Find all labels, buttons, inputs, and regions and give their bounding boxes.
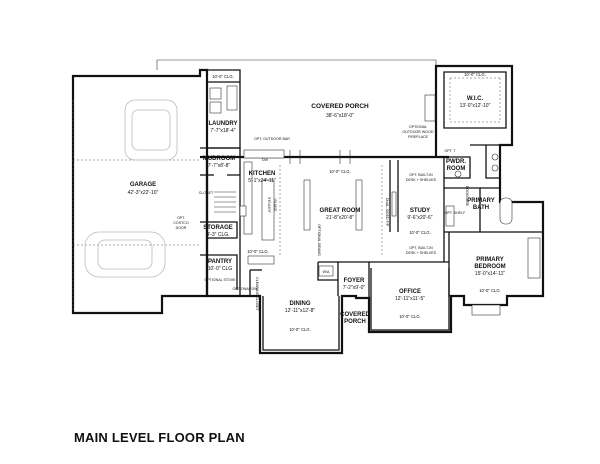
kitchen-name: KITCHEN <box>249 171 276 177</box>
outdoor-bar-note: OPT. OUTDOOR BAR <box>254 137 290 141</box>
fixtures <box>72 77 543 316</box>
wa-note: W/A <box>323 270 330 274</box>
study-ceiling: 10'-0" CLG. <box>409 230 431 235</box>
garage-name: GARAGE <box>130 182 156 188</box>
opt-shelf-note: OPT. SHELF <box>445 211 466 215</box>
office-ceiling: 10'-0" CLG. <box>399 314 421 319</box>
island-note-1: 5'6"x16'9" <box>267 197 271 213</box>
fireplace-note-1: OPTIONAL <box>409 125 427 129</box>
great-room-name: GREAT ROOM <box>320 208 361 214</box>
storage-dims: 4'-3" CLG. <box>206 232 229 238</box>
primary-bedroom-name2: BEDROOM <box>474 264 505 270</box>
interior-walls <box>200 69 522 298</box>
dining-ceiling: 10'-0" CLG. <box>289 327 311 332</box>
bookshelf-bot-2: DESK + SHELVES <box>406 251 437 255</box>
bookshelf-top-2: DESK + SHELVES <box>406 178 437 182</box>
fireplace-note-2: OUTDOOR WOOD <box>403 130 434 134</box>
beams-note: OPTIONAL BEAMS <box>317 224 321 256</box>
opt-t-note: OPT. T <box>444 149 456 153</box>
dining-dims: 12'-11"x12'-8" <box>285 308 316 314</box>
study-dims: 9'-6"x20'-6" <box>407 215 432 221</box>
costco-note-3: DOOR <box>176 226 187 230</box>
great-room-dims: 21'-8"x20'-8" <box>326 215 354 221</box>
primary-bath-name2: BATH <box>473 205 489 211</box>
office-name: OFFICE <box>399 289 421 295</box>
plan-title: MAIN LEVEL FLOOR PLAN <box>74 430 245 445</box>
primary-bedroom-name: PRIMARY <box>476 257 503 263</box>
cleaning-closet-note: CLEANING CLOSET <box>255 277 259 312</box>
mudroom-dims: 7'-7"x8'-8" <box>208 163 231 169</box>
primary-bath-name: PRIMARY <box>467 198 494 204</box>
bookcase-note: BOOKCASE <box>465 186 469 207</box>
bookshelf-top-1: OPT. BUILT-IN <box>409 173 433 177</box>
primary-bedroom-ceiling: 10'-0" CLG. <box>479 288 501 293</box>
foyer-name: FOYER <box>344 278 365 284</box>
dining-name: DINING <box>290 301 311 307</box>
garage-dims: 42'-3"x22'-10" <box>128 190 159 196</box>
optional-dw-note: OPTIONAL DW <box>232 287 258 291</box>
pwdr-name2: ROOM <box>447 166 466 172</box>
kitchen-dims: 5'-1"x24'-11" <box>248 178 276 184</box>
room-labels: COVERED PORCH 38'-6"x18'-0" GARAGE 42'-3… <box>128 72 506 332</box>
dual-fp-note: DUAL-SIDED F/P <box>385 198 389 227</box>
costco-note-2: COSTCO <box>173 221 189 225</box>
primary-bedroom-dims: 15'-0"x14'-11" <box>475 271 506 277</box>
wic-name: W.I.C. <box>467 96 484 102</box>
bookshelf-bot-1: OPT. BUILT-IN <box>409 246 433 250</box>
costco-note-1: OPT. <box>177 216 185 220</box>
office-dims: 12'-11"x11'-5" <box>395 296 425 302</box>
laundry-name: LAUNDRY <box>208 121 237 127</box>
closet-note: CLOSET <box>199 191 214 195</box>
pwdr-name: PWDR. <box>446 159 466 165</box>
foyer-dims: 7'-2"x9'-0" <box>343 285 366 291</box>
covered-porch-dims: 38'-6"x18'-0" <box>326 113 354 119</box>
wic-dims: 13'-0"x12'-10" <box>460 103 491 109</box>
kitchen-ceiling: 10'-0" CLG. <box>247 249 269 254</box>
optional-stove-note: OPTIONAL STOVE <box>204 278 236 282</box>
front-porch-name: COVERED <box>340 312 370 318</box>
laundry-ceiling: 10'-0" CLG. <box>212 74 234 79</box>
dw-note: DW <box>262 158 269 162</box>
great-room-ceiling: 10'-0" CLG. <box>329 169 351 174</box>
fireplace-note-3: FIREPLACE <box>408 135 429 139</box>
mudroom-name: MUDROOM <box>203 156 235 162</box>
pantry-dims: 10'-0" CLG <box>208 266 233 272</box>
covered-porch-name: COVERED PORCH <box>311 103 369 110</box>
island-note-2: ISLAND <box>273 199 277 212</box>
garage-cars <box>84 99 178 278</box>
front-porch-name2: PORCH <box>344 319 366 325</box>
pantry-name: PANTRY <box>208 259 232 265</box>
storage-name: STORAGE <box>203 225 233 231</box>
wic-ceiling: 10'-0" CLG. <box>464 72 486 77</box>
laundry-dims: 7'-7"x18'-4" <box>210 128 235 134</box>
study-name: STUDY <box>410 208 430 214</box>
